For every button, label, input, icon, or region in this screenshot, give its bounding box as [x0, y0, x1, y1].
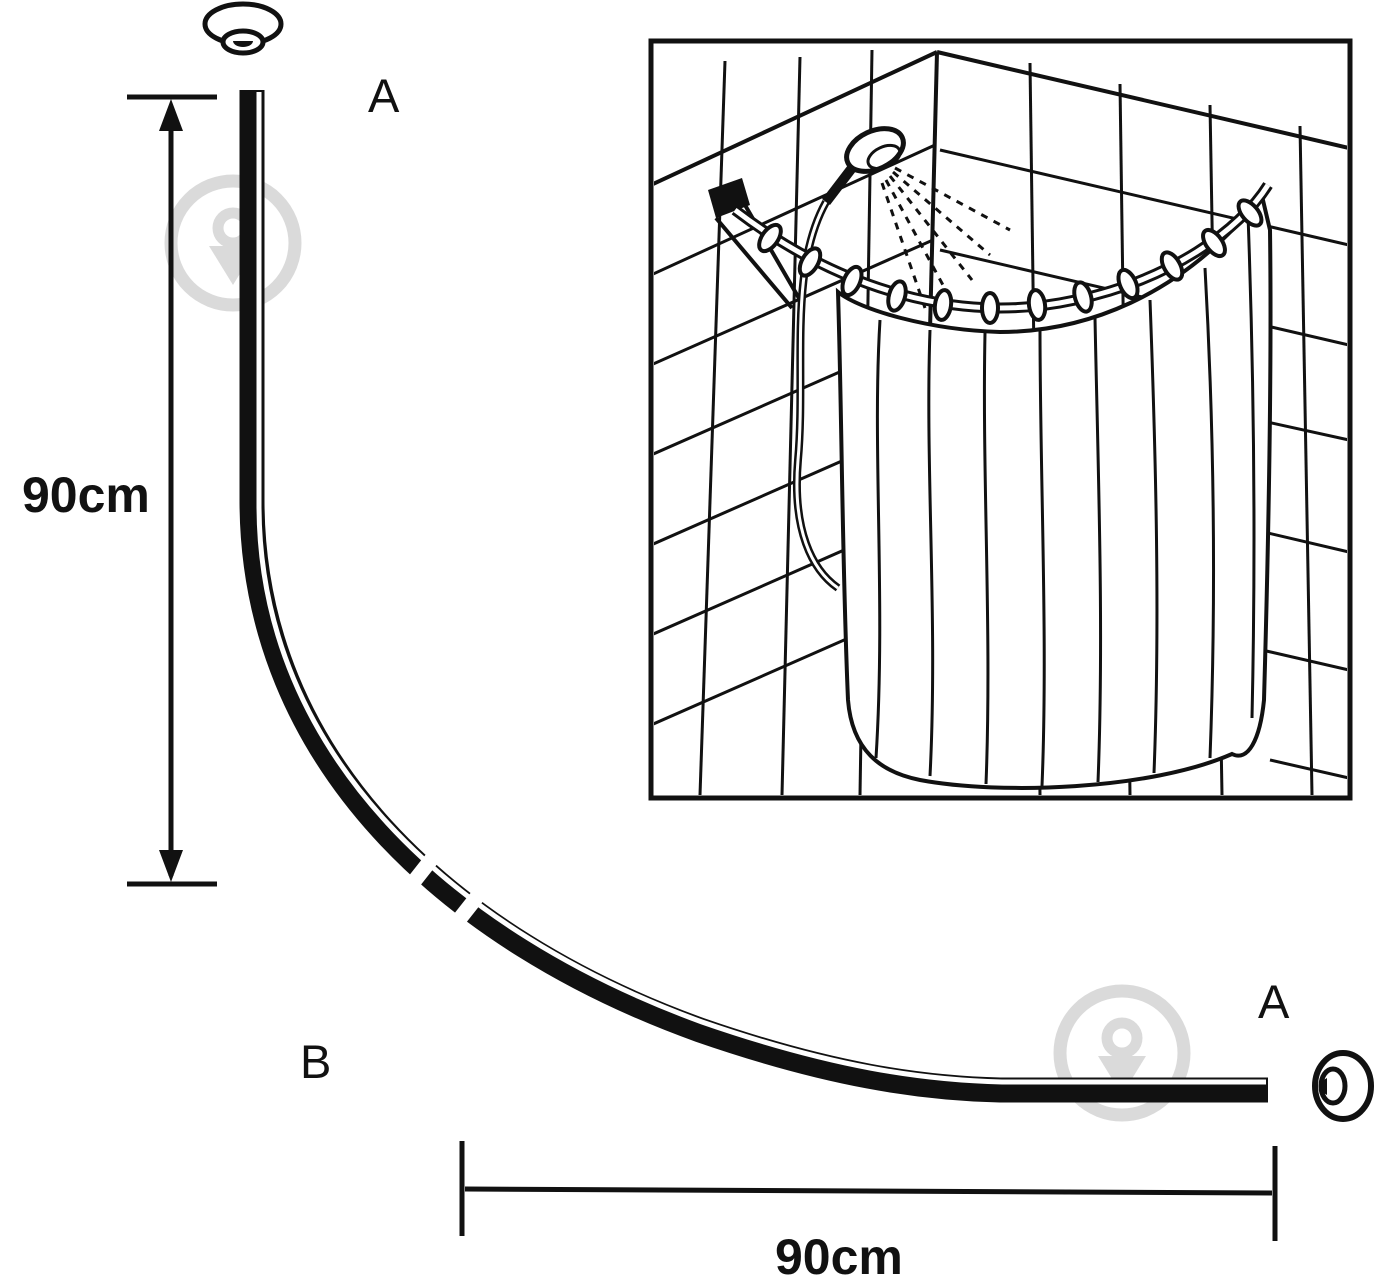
- rod-joint-gap: [448, 883, 490, 931]
- horizontal-dimension: [459, 1141, 1278, 1241]
- rod-tube: [239, 90, 1268, 1103]
- shower-curtain: [835, 191, 1273, 790]
- vertical-dimension: [127, 94, 217, 887]
- ceiling-flange: [202, 1, 284, 56]
- wall-flange: [1312, 1050, 1374, 1122]
- curtain-rings: [757, 198, 1264, 325]
- label-mount-a-top: A: [368, 69, 400, 122]
- inset-rod: [731, 182, 1273, 314]
- arrow-up-icon: [159, 99, 183, 131]
- watermark-logo-icon: [164, 174, 302, 312]
- rod-highlight: [256, 92, 1266, 1085]
- arrow-down-icon: [159, 850, 183, 882]
- watermark-logo-icon: [1053, 984, 1191, 1122]
- label-horizontal-dimension: 90cm: [775, 1229, 903, 1281]
- rod-joint-gap: [402, 846, 444, 894]
- inset-illustration: [648, 38, 1353, 801]
- curved-rod: [239, 90, 1268, 1103]
- shower-head-icon: [822, 126, 906, 206]
- label-corner-b: B: [300, 1035, 331, 1088]
- label-vertical-dimension: 90cm: [22, 467, 150, 523]
- label-mount-a-right: A: [1258, 975, 1290, 1028]
